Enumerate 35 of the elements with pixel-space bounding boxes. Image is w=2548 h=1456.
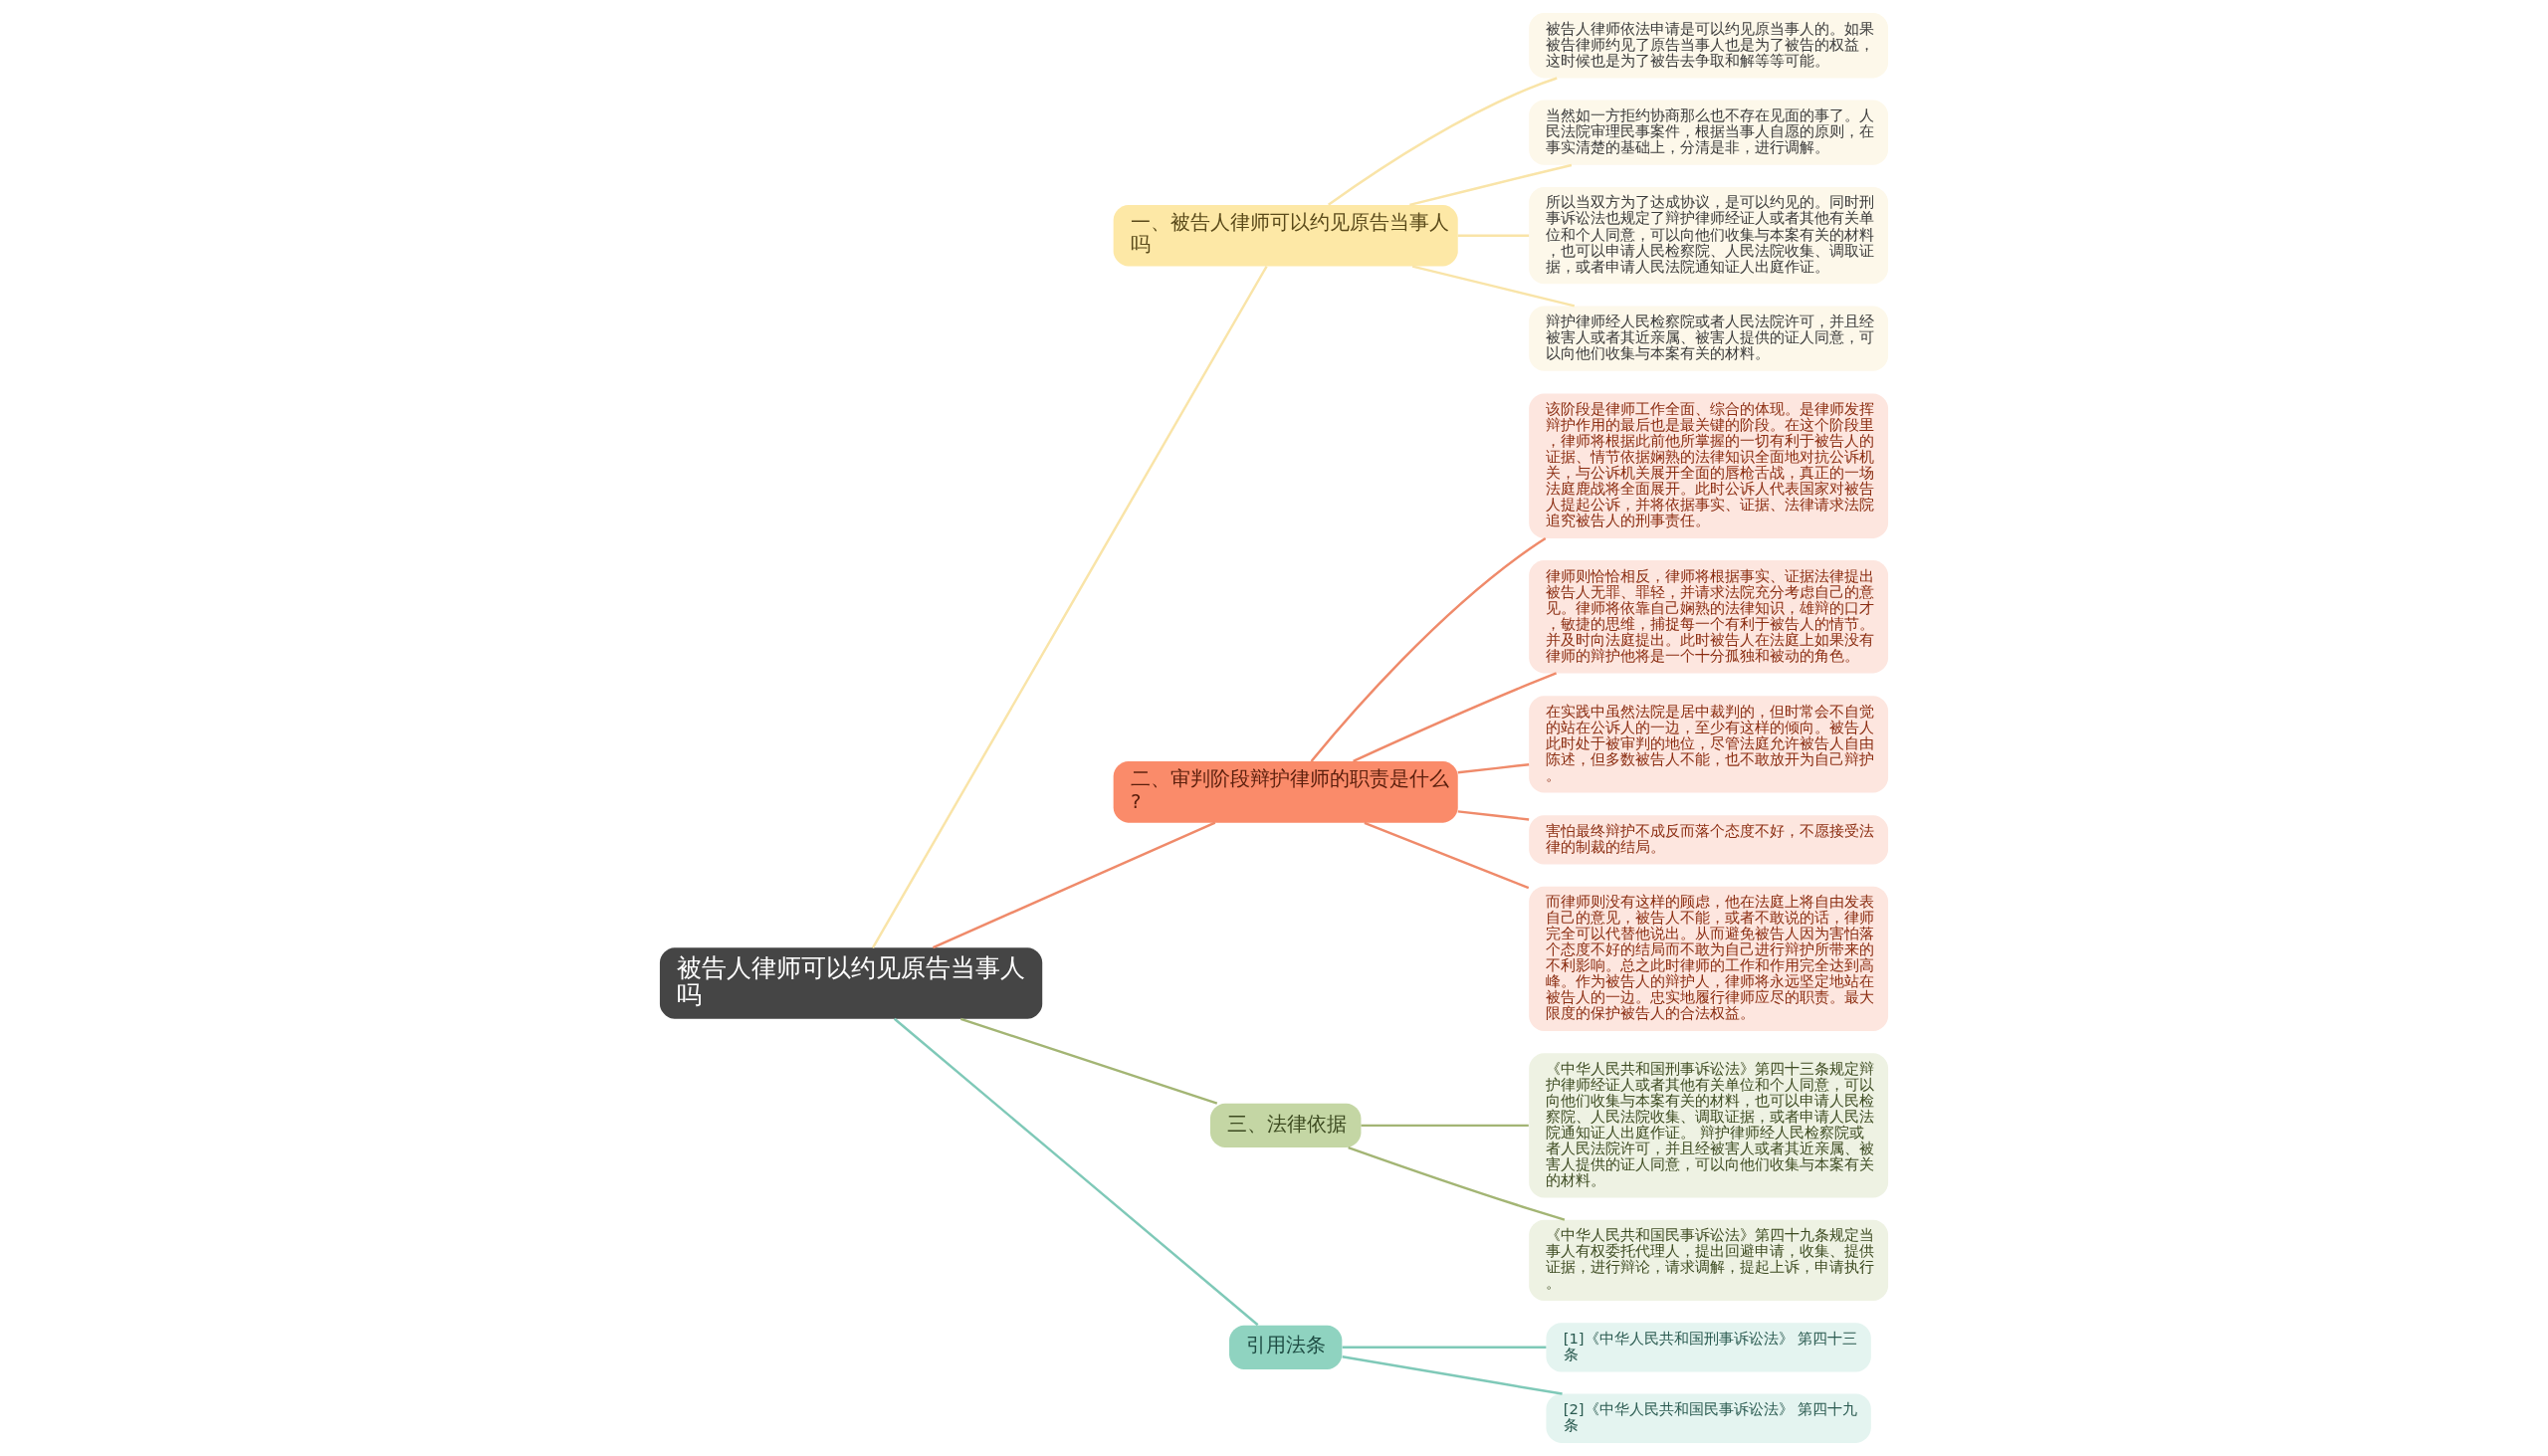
node-box: 一、被告人律师可以约见原告当事人吗 bbox=[1113, 204, 1458, 267]
node-box: 引用法条 bbox=[1229, 1325, 1343, 1369]
node-box: 三、法律依据 bbox=[1209, 1103, 1362, 1148]
connector bbox=[1364, 821, 1530, 890]
connector bbox=[893, 1017, 1259, 1327]
node-box: 辩护律师经人民检察院或者人民法院许可，并且经被害人或者其近亲属、被害人提供的证人同意，可以向他们收集与本案有关的材料。 bbox=[1529, 306, 1889, 371]
connector bbox=[959, 1017, 1218, 1105]
node-box: 二、审判阶段辩护律师的职责是什么? bbox=[1113, 761, 1458, 823]
connector bbox=[1310, 537, 1547, 762]
node-box: 当然如一方拒约协商那么也不存在见面的事了。人民法院审理民事案件，根据当事人自愿的原则，在事实清楚的基础上，分清是非，进行调解。 bbox=[1529, 100, 1889, 165]
connector bbox=[932, 821, 1216, 949]
connector bbox=[1457, 762, 1530, 774]
connector bbox=[1457, 234, 1530, 237]
node-box: 该阶段是律师工作全面、综合的体现。是律师发挥辩护作用的最后也是最关键的阶段。在这个阶段里，律师将根据此前他所掌握的一切有利于被告人的证据、情节依据娴熟的法律知识全面地对抗公诉机关，与公诉机关展开全面的唇枪舌战，真正的一场法庭鹿战将全面展开。此时公诉人代表国家对被告人提起公诉，并将依据事实、证据、法律请求法院追究被告人的刑事责任。 bbox=[1529, 393, 1889, 538]
connector bbox=[871, 265, 1268, 948]
connector bbox=[1411, 265, 1576, 308]
connector bbox=[1328, 77, 1558, 206]
connector bbox=[1457, 810, 1530, 821]
node-box: 害怕最终辩护不成反而落个态度不好，不愿接受法律的制裁的结局。 bbox=[1529, 815, 1889, 865]
connector bbox=[1409, 163, 1573, 207]
node-box: 所以当双方为了达成协议，是可以约见的。同时刑事诉讼法也规定了辩护律师经证人或者其他有关单位和个人同意，可以向他们收集与本案有关的材料，也可以申请人民检察院、人民法院收集、调取证据，或者申请人民法院通知证人出庭作证。 bbox=[1529, 187, 1889, 285]
node-box: [1]《中华人民共和国刑事诉讼法》 第四十三条 bbox=[1546, 1323, 1871, 1372]
node-box: 而律师则没有这样的顾虑，他在法庭上将自由发表自己的意见，被告人不能，或者不敢说的话，律师完全可以代替他说出。从而避免被告人因为害怕落个态度不好的结局而不敢为自己进行辩护所带来的不利影响。总之此时律师的工作和作用完全达到高峰。作为被告人的辩护人，律师将永远坚定地站在被告人的一边。忠实地履行律师应尽的职责。最大限度的保护被告人的合法权益。 bbox=[1529, 886, 1889, 1032]
node-box: 《中华人民共和国刑事诉讼法》第四十三条规定辩护律师经证人或者其他有关单位和个人同意，可以向他们收集与本案有关的材料，也可以申请人民检察院、人民法院收集、调取证据，或者申请人民法院通知证人出庭作证。 辩护律师经人民检察院或者人民法院许可，并且经被害人或者其近亲属、被害人提供的证人同意，可以向他们收集与本案有关的材料。 bbox=[1529, 1053, 1889, 1198]
node-box: 被告人律师依法申请是可以约见原当事人的。如果被告律师约见了原告当事人也是为了被告的权益，这时候也是为了被告去争取和解等等可能。 bbox=[1529, 13, 1889, 79]
node-box: 在实践中虽然法院是居中裁判的，但时常会不自觉的站在公诉人的一边，至少有这样的倾向。被告人此时处于被审判的地位，尽管法庭允许被告人自由陈述，但多数被告人不能，也不敢放开为自己辩护。 bbox=[1529, 696, 1889, 793]
node-box: 律师则恰恰相反，律师将根据事实、证据法律提出被告人无罪、罪轻，并请求法院充分考虑自己的意见。律师将依靠自己娴熟的法律知识，雄辩的口才，敏捷的思维，捕捉每一个有利于被告人的情节。并及时向法庭提出。此时被告人在法庭上如果没有律师的辩护他将是一个十分孤独和被动的角色。 bbox=[1529, 560, 1889, 674]
node-box: [2]《中华人民共和国民事诉讼法》 第四十九条 bbox=[1546, 1393, 1871, 1443]
node-box: 《中华人民共和国民事诉讼法》第四十九条规定当事人有权委托代理人，提出回避申请，收集、提供证据，进行辩论，请求调解，提起上诉，申请执行。 bbox=[1529, 1219, 1889, 1301]
connector bbox=[1342, 1346, 1547, 1350]
connector bbox=[1348, 1145, 1566, 1221]
node-box: 被告人律师可以约见原告当事人吗 bbox=[659, 947, 1043, 1019]
connector bbox=[1353, 672, 1558, 762]
connector bbox=[1361, 1124, 1529, 1128]
connector bbox=[1342, 1355, 1563, 1395]
